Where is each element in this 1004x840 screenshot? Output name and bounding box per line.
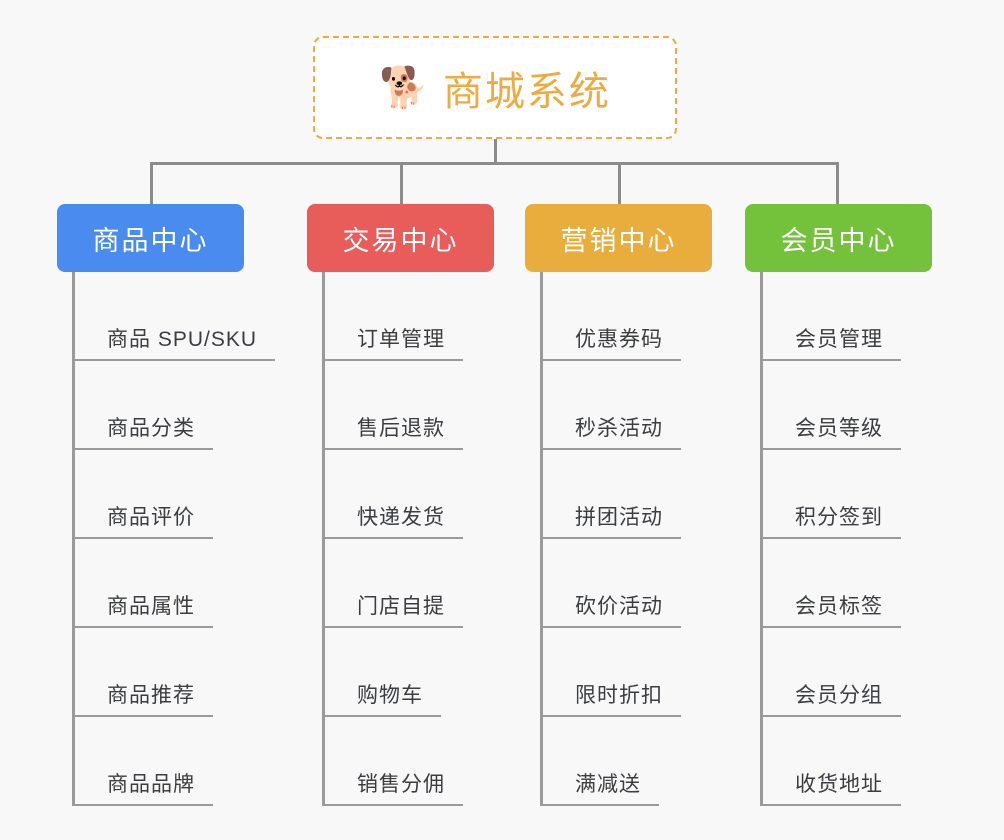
- branch-item-list: 订单管理 售后退款 快递发货 门店自提 购物车 销售分佣: [307, 272, 494, 806]
- branch-column-marketing-center: 营销中心 优惠券码 秒杀活动 拼团活动 砍价活动 限时折扣 满减送: [525, 204, 712, 806]
- list-item[interactable]: 商品属性: [72, 539, 244, 628]
- list-item-label: 商品品牌: [107, 773, 195, 796]
- list-item[interactable]: 售后退款: [322, 361, 494, 450]
- list-item-label: 商品推荐: [107, 684, 195, 707]
- connector-drop-branch-3: [618, 162, 621, 205]
- list-item[interactable]: 商品分类: [72, 361, 244, 450]
- list-item-label: 快递发货: [357, 506, 445, 529]
- connector-drop-branch-4: [836, 162, 839, 205]
- list-item[interactable]: 满减送: [540, 717, 712, 806]
- list-item[interactable]: 秒杀活动: [540, 361, 712, 450]
- list-item-label: 限时折扣: [575, 684, 663, 707]
- branch-column-member-center: 会员中心 会员管理 会员等级 积分签到 会员标签 会员分组 收货地址: [745, 204, 932, 806]
- list-item-label: 会员等级: [795, 417, 883, 440]
- branch-header-label: 交易中心: [342, 225, 459, 256]
- list-item[interactable]: 销售分佣: [322, 717, 494, 806]
- list-item-label: 满减送: [575, 773, 641, 796]
- connector-root-stem: [494, 139, 497, 164]
- branch-header-trade-center[interactable]: 交易中心: [307, 204, 494, 272]
- branch-header-product-center[interactable]: 商品中心: [57, 204, 244, 272]
- shiba-dog-icon: 🐕: [379, 65, 429, 110]
- list-item[interactable]: 购物车: [322, 628, 494, 717]
- list-item-label: 砍价活动: [575, 595, 663, 618]
- list-item[interactable]: 门店自提: [322, 539, 494, 628]
- list-item[interactable]: 商品品牌: [72, 717, 244, 806]
- branch-spine: [72, 272, 75, 806]
- root-node-mall-system[interactable]: 🐕 商城系统: [313, 36, 677, 139]
- branch-header-label: 会员中心: [780, 225, 897, 256]
- list-item-label: 会员分组: [795, 684, 883, 707]
- list-item[interactable]: 收货地址: [760, 717, 932, 806]
- branch-item-list: 优惠券码 秒杀活动 拼团活动 砍价活动 限时折扣 满减送: [525, 272, 712, 806]
- list-item-label: 秒杀活动: [575, 417, 663, 440]
- list-item[interactable]: 优惠券码: [540, 272, 712, 361]
- list-item[interactable]: 快递发货: [322, 450, 494, 539]
- list-item-label: 积分签到: [795, 506, 883, 529]
- root-node-label: 商城系统: [442, 69, 611, 114]
- branch-item-list: 会员管理 会员等级 积分签到 会员标签 会员分组 收货地址: [745, 272, 932, 806]
- list-item-label: 销售分佣: [357, 773, 445, 796]
- list-item-label: 商品评价: [107, 506, 195, 529]
- list-item[interactable]: 砍价活动: [540, 539, 712, 628]
- list-item-label: 商品分类: [107, 417, 195, 440]
- list-item-label: 订单管理: [357, 328, 445, 351]
- list-item[interactable]: 积分签到: [760, 450, 932, 539]
- branch-column-trade-center: 交易中心 订单管理 售后退款 快递发货 门店自提 购物车 销售分佣: [307, 204, 494, 806]
- list-item[interactable]: 商品 SPU/SKU: [72, 272, 276, 361]
- connector-drop-branch-2: [400, 162, 403, 205]
- list-item[interactable]: 订单管理: [322, 272, 494, 361]
- branch-spine: [540, 272, 543, 806]
- branch-header-label: 营销中心: [560, 225, 677, 256]
- branch-item-list: 商品 SPU/SKU 商品分类 商品评价 商品属性 商品推荐 商品品牌: [57, 272, 276, 806]
- list-item-label: 会员标签: [795, 595, 883, 618]
- branch-column-product-center: 商品中心 商品 SPU/SKU 商品分类 商品评价 商品属性 商品推荐 商品品牌: [57, 204, 276, 806]
- branch-header-label: 商品中心: [92, 225, 209, 256]
- list-item-label: 优惠券码: [575, 328, 663, 351]
- list-item-label: 购物车: [357, 684, 423, 707]
- list-item-label: 商品 SPU/SKU: [107, 328, 258, 351]
- list-item[interactable]: 会员管理: [760, 272, 932, 361]
- list-item[interactable]: 会员标签: [760, 539, 932, 628]
- branch-spine: [760, 272, 763, 806]
- branch-spine: [322, 272, 325, 806]
- list-item[interactable]: 会员等级: [760, 361, 932, 450]
- list-item[interactable]: 拼团活动: [540, 450, 712, 539]
- list-item-label: 会员管理: [795, 328, 883, 351]
- list-item-label: 售后退款: [357, 417, 445, 440]
- list-item-label: 门店自提: [357, 595, 445, 618]
- list-item[interactable]: 商品推荐: [72, 628, 244, 717]
- branch-header-member-center[interactable]: 会员中心: [745, 204, 932, 272]
- list-item[interactable]: 限时折扣: [540, 628, 712, 717]
- list-item[interactable]: 商品评价: [72, 450, 244, 539]
- list-item-label: 拼团活动: [575, 506, 663, 529]
- connector-horizontal-bus: [150, 162, 838, 165]
- list-item-label: 收货地址: [795, 773, 883, 796]
- branch-header-marketing-center[interactable]: 营销中心: [525, 204, 712, 272]
- connector-drop-branch-1: [150, 162, 153, 205]
- list-item-label: 商品属性: [107, 595, 195, 618]
- list-item[interactable]: 会员分组: [760, 628, 932, 717]
